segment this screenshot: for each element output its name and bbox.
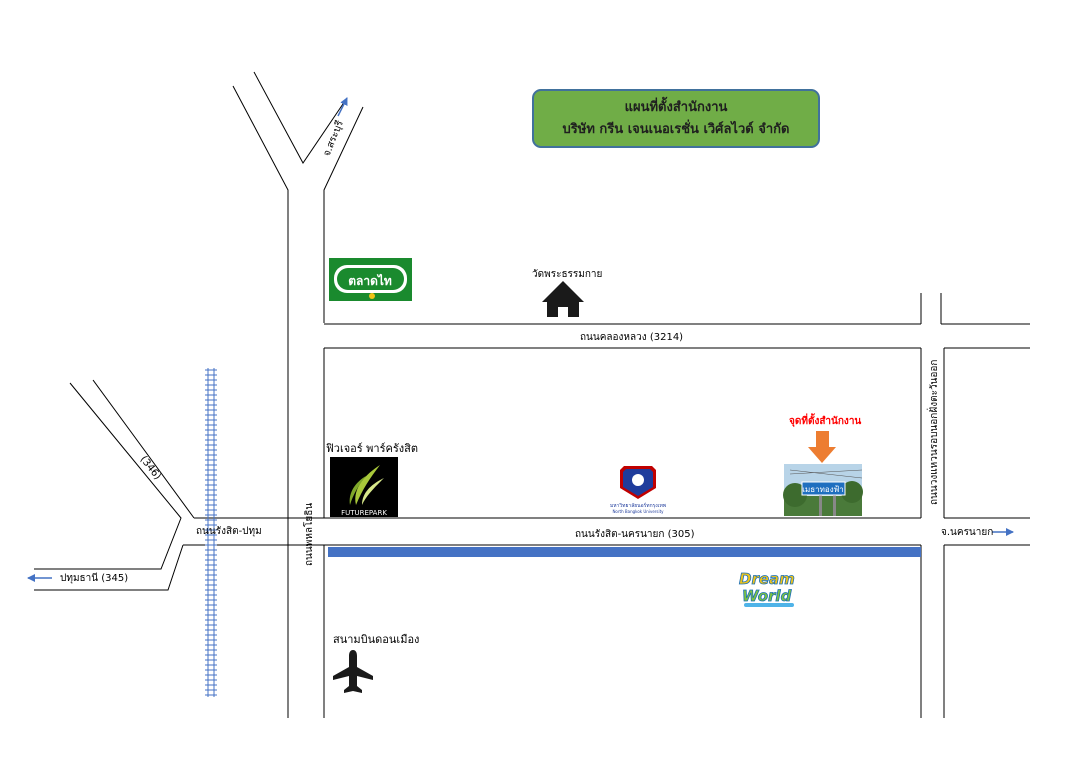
road-edge xyxy=(253,71,348,164)
university-name-en: North Bangkok University xyxy=(612,509,664,514)
road-label-outer-ring: ถนนวงแหวนรอบนอกฝั่งตะวันออก xyxy=(926,360,940,505)
road-label-rangsit-nakhonnayok: ถนนรังสิต-นครนายก (305) xyxy=(575,529,695,540)
office-photo: เมธาทองฟ้า xyxy=(783,464,863,516)
road-label-khlong-luang: ถนนคลองหลวง (3214) xyxy=(580,332,683,343)
dreamworld-logo: Dream World xyxy=(739,570,795,607)
talad-thai-logo-text: ตลาดไท xyxy=(348,273,392,288)
railway xyxy=(205,368,217,697)
talad-thai-logo: ตลาดไท xyxy=(329,258,412,301)
map-title-line2: บริษัท กรีน เจนเนอเรชั่น เวิศ์ลไวด์ จำกั… xyxy=(562,121,790,137)
airport-label: สนามบินดอนเมือง xyxy=(333,633,419,646)
airplane-icon xyxy=(333,650,373,693)
wat-label: วัดพระธรรมกาย xyxy=(532,269,602,280)
future-park-logo-text: FUTUREPARK xyxy=(341,509,387,517)
road-label-nakhonnayok: จ.นครนายก xyxy=(941,527,993,538)
university-name-th: มหาวิทยาลัยนอร์ทกรุงเทพ xyxy=(610,502,666,509)
canal-band xyxy=(328,547,921,557)
road-edge xyxy=(34,382,182,570)
future-park-label: ฟิวเจอร์ พาร์ครังสิต xyxy=(326,442,419,455)
road-edge xyxy=(92,379,195,519)
office-arrow xyxy=(808,431,836,463)
future-park-logo: FUTUREPARK xyxy=(330,457,398,517)
home-icon xyxy=(542,281,584,317)
arrow-icon xyxy=(337,97,348,117)
office-label: จุดที่ตั้งสำนักงาน xyxy=(789,413,861,427)
university-logo: มหาวิทยาลัยนอร์ทกรุงเทพ North Bangkok Un… xyxy=(600,462,676,517)
map-title-line1: แผนที่ตั้งสำนักงาน xyxy=(624,99,728,115)
road-edge xyxy=(323,106,364,323)
road-label-rangsit-pathum: ถนนรังสิต-ปทุม xyxy=(196,526,262,537)
office-sign-text: เมธาทองฟ้า xyxy=(802,485,844,494)
road-edge xyxy=(232,85,289,718)
road-label-pathum-thani: ปทุมธานี (345) xyxy=(60,572,128,584)
dreamworld-text-2: World xyxy=(742,587,792,605)
road-network xyxy=(34,71,1030,718)
road-edge xyxy=(34,544,184,591)
road-label-346: (346) xyxy=(138,454,163,482)
road-label-phahonyothin: ถนนพหลโยธิน xyxy=(302,503,315,566)
dreamworld-text-1: Dream xyxy=(739,570,795,588)
map-title: แผนที่ตั้งสำนักงาน บริษัท กรีน เจนเนอเรช… xyxy=(532,89,820,148)
